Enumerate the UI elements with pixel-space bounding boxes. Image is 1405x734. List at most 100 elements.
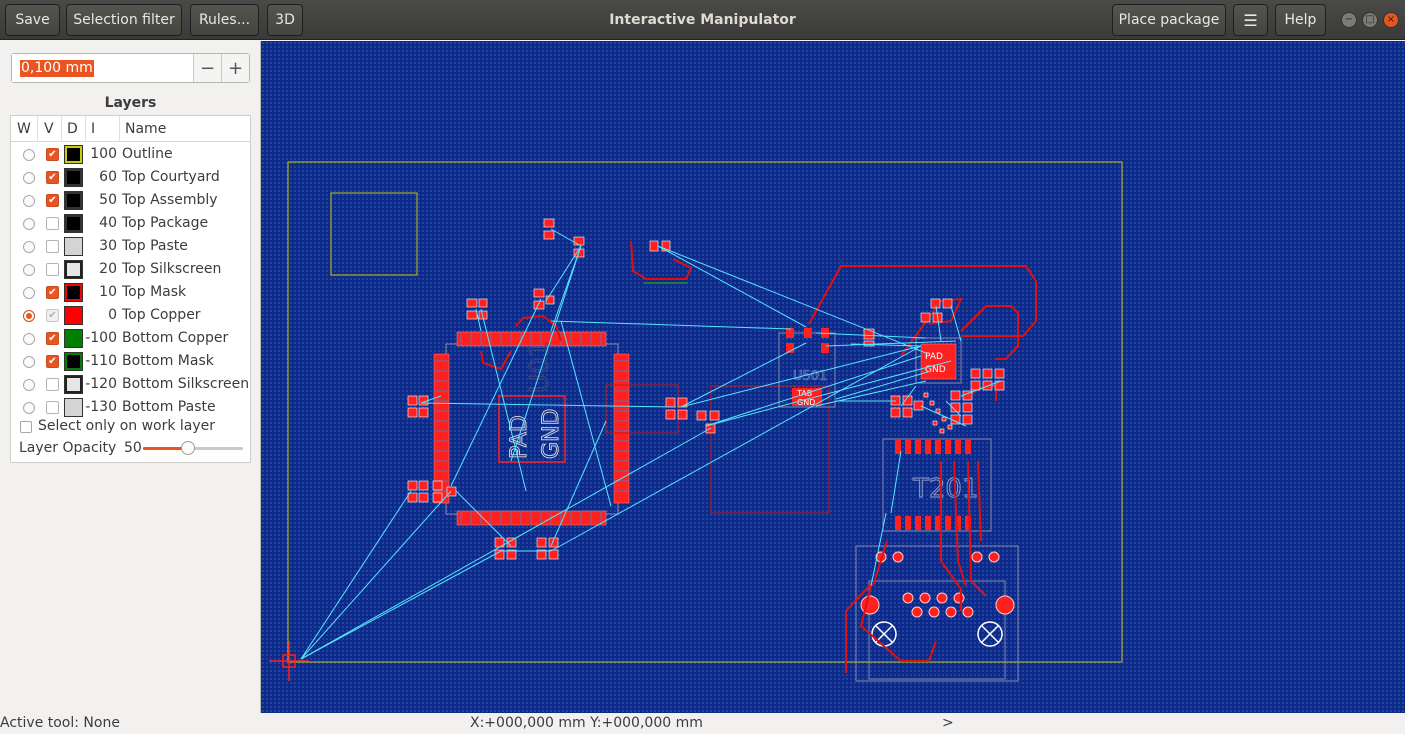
column-visible[interactable]: V xyxy=(44,121,54,137)
connector-package[interactable] xyxy=(855,545,1019,682)
select-only-work-layer-checkbox[interactable] xyxy=(20,421,32,433)
main-menu-button[interactable]: ☰ xyxy=(1233,4,1268,36)
layer-color-swatch[interactable] xyxy=(64,306,83,325)
qfp-package-u01[interactable]: PAD GND U01 xyxy=(433,331,630,526)
layer-visible-checkbox[interactable]: ✔ xyxy=(46,355,59,368)
selection-filter-button[interactable]: Selection filter xyxy=(66,4,182,36)
layer-visible-checkbox[interactable]: ✔ xyxy=(46,148,59,161)
layer-index: -120 xyxy=(85,376,117,392)
3d-view-button[interactable]: 3D xyxy=(267,4,303,36)
layer-opacity-slider-fill xyxy=(143,447,188,450)
column-display[interactable]: D xyxy=(67,121,78,137)
header-bar: Save Selection filter Rules... 3D Intera… xyxy=(0,0,1405,40)
layer-row[interactable]: ✔ 0 Top Copper xyxy=(11,304,250,327)
work-layer-radio[interactable] xyxy=(23,264,35,276)
work-layer-radio[interactable] xyxy=(23,149,35,161)
smd-components[interactable] xyxy=(407,218,1005,560)
layer-opacity-slider[interactable] xyxy=(143,441,243,455)
layer-index: 0 xyxy=(108,307,117,323)
layer-name: Top Paste xyxy=(122,238,188,254)
layer-name: Top Copper xyxy=(122,307,201,323)
panel-separator[interactable] xyxy=(260,41,261,713)
rules-button[interactable]: Rules... xyxy=(190,4,259,36)
work-layer-radio[interactable] xyxy=(23,241,35,253)
track-width-input[interactable] xyxy=(12,54,193,82)
work-layer-radio[interactable] xyxy=(23,172,35,184)
layer-color-swatch[interactable] xyxy=(64,214,83,233)
layer-color-swatch[interactable] xyxy=(64,329,83,348)
board-outline xyxy=(287,161,1123,663)
copper-tracks xyxy=(480,240,1037,673)
column-work[interactable]: W xyxy=(17,121,31,137)
layer-row[interactable]: 30 Top Paste xyxy=(11,235,250,258)
layer-index: -100 xyxy=(85,330,117,346)
transformer-package-t201[interactable]: T201 xyxy=(882,438,992,532)
work-layer-radio[interactable] xyxy=(23,195,35,207)
layer-visible-checkbox[interactable] xyxy=(46,240,59,253)
board-canvas[interactable]: PAD GND U01 U501 TAB GND PAD GND xyxy=(261,41,1405,713)
ratsnest-airwires xyxy=(300,228,1002,660)
layer-visible-checkbox[interactable]: ✔ xyxy=(46,194,59,207)
layer-opacity-label: Layer Opacity xyxy=(19,440,117,456)
layer-color-swatch[interactable] xyxy=(64,398,83,417)
close-window-button[interactable]: × xyxy=(1383,12,1399,28)
layer-visible-checkbox[interactable]: ✔ xyxy=(46,286,59,299)
layer-visible-checkbox[interactable]: ✔ xyxy=(46,332,59,345)
layer-color-swatch[interactable] xyxy=(64,237,83,256)
work-layer-radio[interactable] xyxy=(23,310,35,322)
save-button[interactable]: Save xyxy=(5,4,60,36)
status-expand-button[interactable]: > xyxy=(942,715,954,731)
layers-heading: Layers xyxy=(104,95,157,111)
layer-color-swatch[interactable] xyxy=(64,145,83,164)
layer-name: Bottom Silkscreen xyxy=(122,376,250,392)
maximize-window-button[interactable]: □ xyxy=(1362,12,1378,28)
layer-visible-checkbox[interactable]: ✔ xyxy=(46,309,59,322)
layer-opacity-slider-handle[interactable] xyxy=(181,441,195,455)
work-layer-radio[interactable] xyxy=(23,287,35,299)
work-layer-radio[interactable] xyxy=(23,379,35,391)
origin-cross xyxy=(269,641,309,681)
width-decrement-button[interactable]: − xyxy=(193,54,221,82)
layer-visible-checkbox[interactable] xyxy=(46,401,59,414)
layer-color-swatch[interactable] xyxy=(64,375,83,394)
layer-visible-checkbox[interactable]: ✔ xyxy=(46,171,59,184)
layer-index: 30 xyxy=(99,238,117,254)
work-layer-radio[interactable] xyxy=(23,402,35,414)
layer-visible-checkbox[interactable] xyxy=(46,378,59,391)
status-bar: Active tool: None X:+000,000 mm Y:+000,0… xyxy=(0,713,1405,734)
work-layer-radio[interactable] xyxy=(23,356,35,368)
minimize-window-button[interactable]: − xyxy=(1341,12,1357,28)
layer-visible-checkbox[interactable] xyxy=(46,217,59,230)
work-layer-radio[interactable] xyxy=(23,333,35,345)
help-button[interactable]: Help xyxy=(1275,4,1326,36)
place-package-button[interactable]: Place package xyxy=(1112,4,1226,36)
column-name[interactable]: Name xyxy=(125,121,167,137)
column-index[interactable]: I xyxy=(91,121,96,137)
layer-color-swatch[interactable] xyxy=(64,260,83,279)
layer-color-swatch[interactable] xyxy=(64,283,83,302)
u01-gnd-label: GND xyxy=(539,409,564,459)
work-layer-radio[interactable] xyxy=(23,218,35,230)
layer-color-swatch[interactable] xyxy=(64,168,83,187)
layer-row[interactable]: -120 Bottom Silkscreen xyxy=(11,373,250,396)
qfn-package-ic[interactable]: PAD GND xyxy=(915,337,962,384)
width-increment-button[interactable]: + xyxy=(221,54,249,82)
layer-visible-checkbox[interactable] xyxy=(46,263,59,276)
layer-index: 100 xyxy=(90,146,117,162)
board-view[interactable]: PAD GND U01 U501 TAB GND PAD GND xyxy=(261,41,1405,713)
layer-color-swatch[interactable] xyxy=(64,191,83,210)
layer-name: Top Mask xyxy=(122,284,187,300)
layer-color-swatch[interactable] xyxy=(64,352,83,371)
regulator-package-u501[interactable]: U501 TAB GND xyxy=(778,328,836,408)
hamburger-menu-icon: ☰ xyxy=(1243,10,1258,30)
